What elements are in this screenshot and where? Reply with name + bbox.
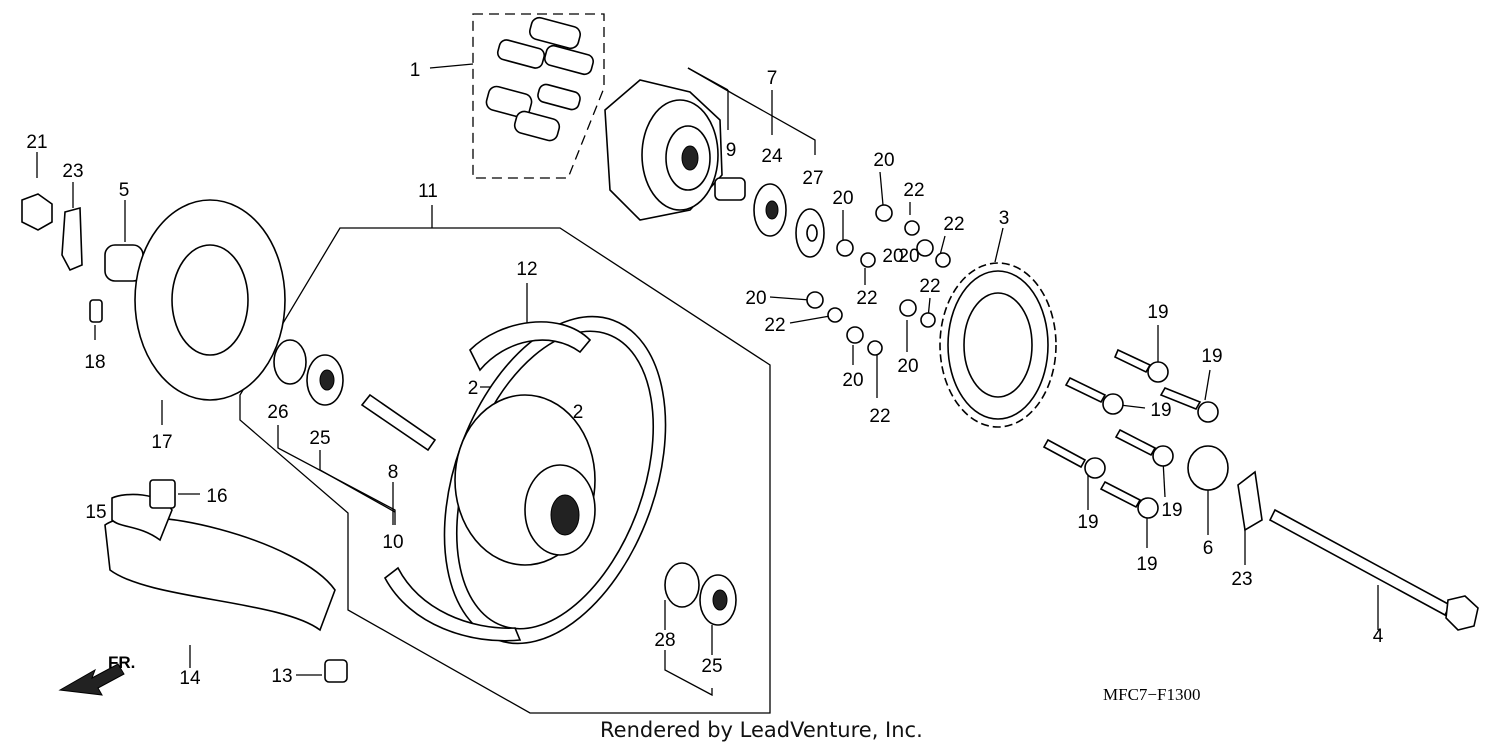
left-axle-parts	[21, 193, 144, 323]
callout-19: 19	[1136, 554, 1157, 575]
callout-numbers: 1 2 2 3 4 5 6 7 8 9 10 11 12 13 14 15 16…	[26, 60, 1383, 689]
callout-16: 16	[206, 486, 227, 507]
front-direction-label: FR.	[108, 653, 135, 672]
rear-wheel	[443, 315, 667, 645]
callout-22: 22	[903, 180, 924, 201]
sprocket-nuts-washers	[806, 204, 951, 356]
callout-19: 19	[1150, 400, 1171, 421]
callout-18: 18	[84, 352, 105, 373]
bracket-lines	[36, 13, 1379, 714]
callout-2: 2	[573, 402, 584, 423]
callout-4: 4	[1373, 626, 1384, 647]
callout-19: 19	[1201, 346, 1222, 367]
callout-27: 27	[802, 168, 823, 189]
callout-26: 26	[267, 402, 288, 423]
callout-19: 19	[1147, 302, 1168, 323]
callout-22: 22	[869, 406, 890, 427]
callout-12: 12	[516, 259, 537, 280]
driven-flange	[604, 79, 723, 221]
callout-20: 20	[898, 246, 919, 267]
callout-14: 14	[179, 668, 201, 689]
callout-10: 10	[382, 532, 403, 553]
tire-tube-flap	[104, 479, 336, 632]
right-axle-parts	[1187, 445, 1479, 631]
callout-23: 23	[1231, 569, 1252, 590]
callout-8: 8	[388, 462, 399, 483]
brake-disc	[134, 199, 286, 401]
callout-25: 25	[701, 656, 722, 677]
callout-2: 2	[468, 378, 479, 399]
callout-7: 7	[767, 68, 778, 89]
callout-20: 20	[897, 356, 918, 377]
callout-20: 20	[842, 370, 863, 391]
callout-20: 20	[882, 246, 903, 267]
front-direction-arrow: FR.	[58, 653, 135, 696]
sprocket-bolts	[1042, 348, 1219, 519]
right-oring-bearing	[664, 562, 737, 626]
callout-22: 22	[856, 288, 877, 309]
callout-9: 9	[726, 140, 737, 161]
callout-24: 24	[761, 146, 783, 167]
callout-20: 20	[745, 288, 766, 309]
callout-25: 25	[309, 428, 330, 449]
callout-6: 6	[1203, 538, 1214, 559]
left-bearing-seal	[273, 339, 344, 406]
callout-3: 3	[999, 208, 1010, 229]
callout-13: 13	[271, 666, 292, 687]
callout-22: 22	[764, 315, 785, 336]
callout-17: 17	[151, 432, 172, 453]
callout-20: 20	[873, 150, 894, 171]
callout-5: 5	[119, 180, 130, 201]
damper-rubber-set	[485, 16, 594, 142]
callout-22: 22	[943, 214, 964, 235]
callout-1: 1	[410, 60, 421, 81]
callout-21: 21	[26, 132, 47, 153]
collar-bearing-seal	[714, 177, 825, 258]
callout-19: 19	[1077, 512, 1098, 533]
callout-23: 23	[62, 161, 83, 182]
callout-28: 28	[654, 630, 675, 651]
callout-20: 20	[832, 188, 853, 209]
rim-band	[383, 321, 592, 642]
callout-11: 11	[418, 181, 438, 202]
callout-15: 15	[85, 502, 106, 523]
callout-19: 19	[1161, 500, 1182, 521]
diagram-code: MFC7−F1300	[1103, 685, 1200, 704]
credit-text: Rendered by LeadVenture, Inc.	[600, 718, 923, 742]
callout-22: 22	[919, 276, 940, 297]
final-driven-sprocket	[939, 262, 1057, 428]
valve-cap	[324, 659, 348, 683]
distance-collar	[360, 393, 437, 452]
